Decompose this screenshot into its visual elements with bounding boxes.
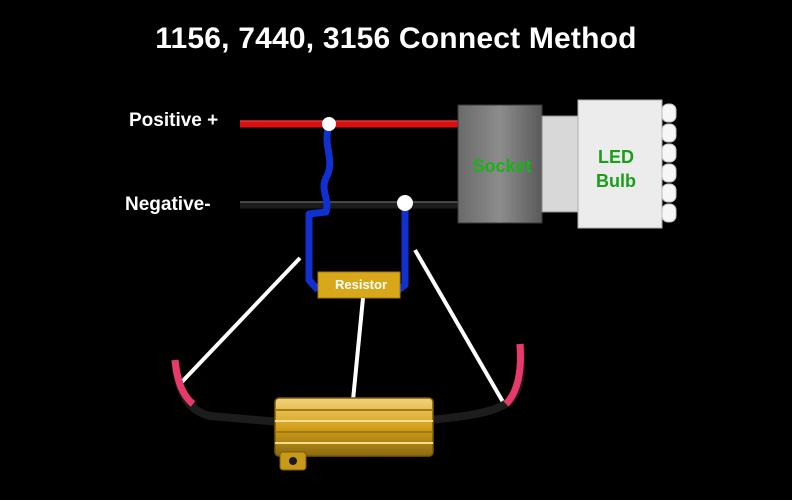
junction-dot-icon bbox=[397, 195, 413, 211]
pointer-line-center bbox=[351, 297, 365, 401]
junction-dot-icon bbox=[322, 117, 336, 131]
page-title: 1156, 7440, 3156 Connect Method bbox=[155, 22, 637, 55]
resistor-icon bbox=[317, 271, 401, 299]
bulb-label: Bulb bbox=[596, 171, 636, 191]
resistor-label: Resistor bbox=[334, 277, 388, 292]
real-lead-left bbox=[171, 359, 281, 426]
led-bulb-icon bbox=[577, 99, 663, 229]
negative-label: Negative- bbox=[125, 194, 211, 215]
pointer-line-right bbox=[413, 248, 505, 404]
positive-label: Positive + bbox=[129, 110, 219, 131]
socket-label: Socket bbox=[472, 156, 532, 176]
led-label: LED bbox=[598, 147, 634, 167]
real-resistor-icon bbox=[274, 397, 434, 471]
resistor-lead-left bbox=[305, 124, 334, 293]
led-bulb-label: LED Bulb bbox=[585, 145, 647, 193]
pointer-line-left bbox=[176, 256, 302, 388]
led-chips bbox=[661, 103, 677, 223]
